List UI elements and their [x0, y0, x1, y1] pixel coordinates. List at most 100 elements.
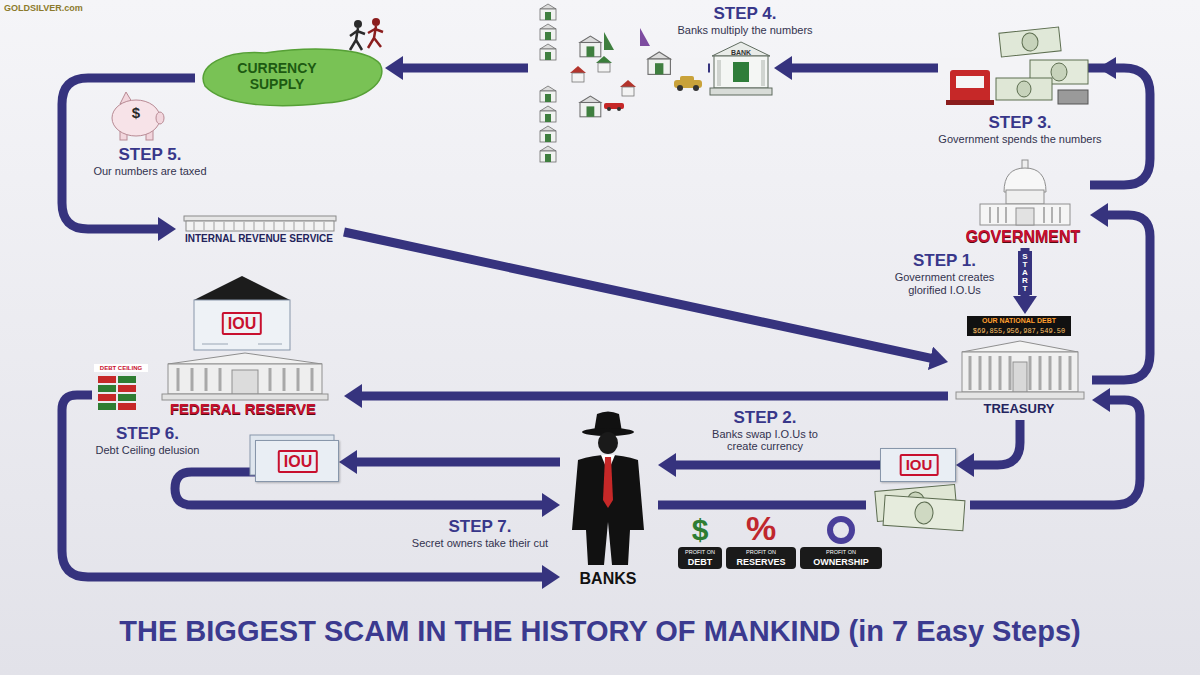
diagram-title: THE BIGGEST SCAM IN THE HISTORY OF MANKI… — [119, 614, 1080, 648]
banker-figure — [572, 455, 644, 565]
profit-symbol: % — [736, 510, 786, 546]
running-figures — [350, 18, 383, 50]
profit-tag-caption: PROFIT ON — [678, 549, 722, 556]
debt-ceiling-bars — [98, 394, 116, 401]
running-figures — [372, 18, 380, 26]
profit-tags — [830, 519, 852, 541]
profit-tag-name: DEBT — [678, 557, 722, 567]
houses-cluster — [674, 76, 702, 91]
houses-cluster — [596, 56, 612, 63]
houses-cluster — [693, 85, 699, 91]
debt-ceiling-bars — [98, 376, 136, 410]
profit-tags — [726, 547, 796, 569]
banks-node: BANKS — [560, 412, 658, 592]
banker-figure — [603, 457, 613, 508]
iou-bond: IOU — [880, 448, 956, 482]
treasury-node: OUR NATIONAL DEBT$69,855,956,987,549.50T… — [948, 314, 1092, 420]
treasury-building — [1013, 362, 1027, 392]
debt-ceiling-bars — [118, 385, 136, 392]
flow-arrow — [791, 68, 1150, 185]
debt-ceiling-bars — [118, 394, 136, 401]
iou-sign — [194, 300, 290, 350]
profit-symbol: $ — [680, 514, 720, 546]
flow-arrow — [1092, 215, 1150, 380]
flow-arrow — [175, 472, 543, 505]
houses-cluster — [680, 76, 694, 82]
treasury-building — [962, 352, 1078, 392]
iou-sign — [202, 344, 282, 345]
running-figures — [368, 26, 383, 48]
step-heading: STEP 3. — [920, 113, 1120, 133]
houses-cluster — [540, 106, 556, 122]
houses-cluster — [617, 107, 621, 111]
bank-building — [733, 62, 749, 82]
step-heading: STEP 6. — [80, 424, 215, 444]
banker-figure — [598, 432, 618, 454]
bank-building — [717, 60, 721, 86]
houses-cluster — [540, 24, 556, 40]
spending-illustration — [950, 70, 990, 104]
profit-tags — [800, 547, 882, 569]
debt-ceiling-bars — [98, 385, 116, 392]
houses-cluster — [580, 96, 601, 117]
step-heading: STEP 1. — [887, 251, 1002, 271]
bank-node: BANK — [710, 40, 774, 98]
spending-illustration — [956, 76, 984, 88]
capitol-building — [1004, 168, 1046, 192]
bank-building — [710, 88, 772, 95]
node-title: CURRENCY SUPPLY — [221, 60, 333, 92]
iou-sign — [194, 276, 290, 300]
irs-building — [184, 216, 336, 231]
step-description: Government spends the numbers — [920, 133, 1120, 146]
houses-cluster — [572, 73, 584, 82]
node-title: GOVERNMENT — [958, 228, 1088, 246]
treasury-building — [956, 392, 1084, 399]
federal-reserve-building — [168, 364, 322, 394]
capitol-building — [980, 204, 1070, 225]
debt-ceiling-bars — [98, 403, 116, 410]
flow-arrow — [675, 461, 880, 470]
treasury-building — [962, 341, 1078, 352]
capitol-building — [1016, 208, 1034, 225]
iou-sign — [194, 276, 290, 350]
node-title: BANKS — [560, 570, 656, 588]
houses-cluster — [677, 85, 683, 91]
debt-clock-caption: OUR NATIONAL DEBT — [967, 316, 1071, 326]
running-figures — [350, 28, 365, 50]
spending-illustration — [1058, 90, 1088, 104]
step-description: Government creates glorified I.O.Us — [887, 271, 1002, 297]
flow-arrow — [973, 420, 1020, 465]
houses-cluster — [604, 32, 614, 50]
step-heading: STEP 5. — [70, 145, 230, 165]
houses-cluster — [640, 28, 650, 46]
bank-building — [714, 56, 768, 88]
step-heading: STEP 2. — [700, 408, 830, 428]
debt-ceiling-bars — [98, 376, 116, 383]
watermark: GOLDSILVER.com — [4, 3, 134, 14]
running-figures — [354, 20, 362, 28]
bank-building — [710, 42, 772, 95]
banker-figure — [572, 412, 644, 566]
houses-cluster — [607, 107, 611, 111]
houses-cluster — [620, 80, 636, 96]
irs-node: INTERNAL REVENUE SERVICE — [176, 212, 344, 246]
capitol-building — [1006, 190, 1044, 204]
flow-arrow — [344, 232, 931, 358]
houses-cluster — [540, 4, 556, 20]
iou-stamp: IOU — [222, 312, 262, 335]
irs-building — [186, 221, 334, 231]
houses-cluster — [528, 58, 708, 78]
profit-tag-name: OWNERSHIP — [800, 557, 882, 567]
bank-building — [761, 60, 765, 86]
dollar-bills — [883, 495, 965, 531]
edge-label: START — [1018, 251, 1032, 295]
node-title: FEDERAL RESERVE — [148, 400, 338, 417]
step-description: Banks multiply the numbers — [645, 24, 845, 37]
debt-ceiling-bars — [118, 403, 136, 410]
spending-illustration — [999, 27, 1061, 57]
step-description: Banks swap I.O.Us to create currency — [711, 428, 819, 452]
spending-illustration — [1021, 32, 1039, 52]
spending-illustration — [999, 27, 1061, 57]
dollar-bills — [914, 501, 933, 524]
